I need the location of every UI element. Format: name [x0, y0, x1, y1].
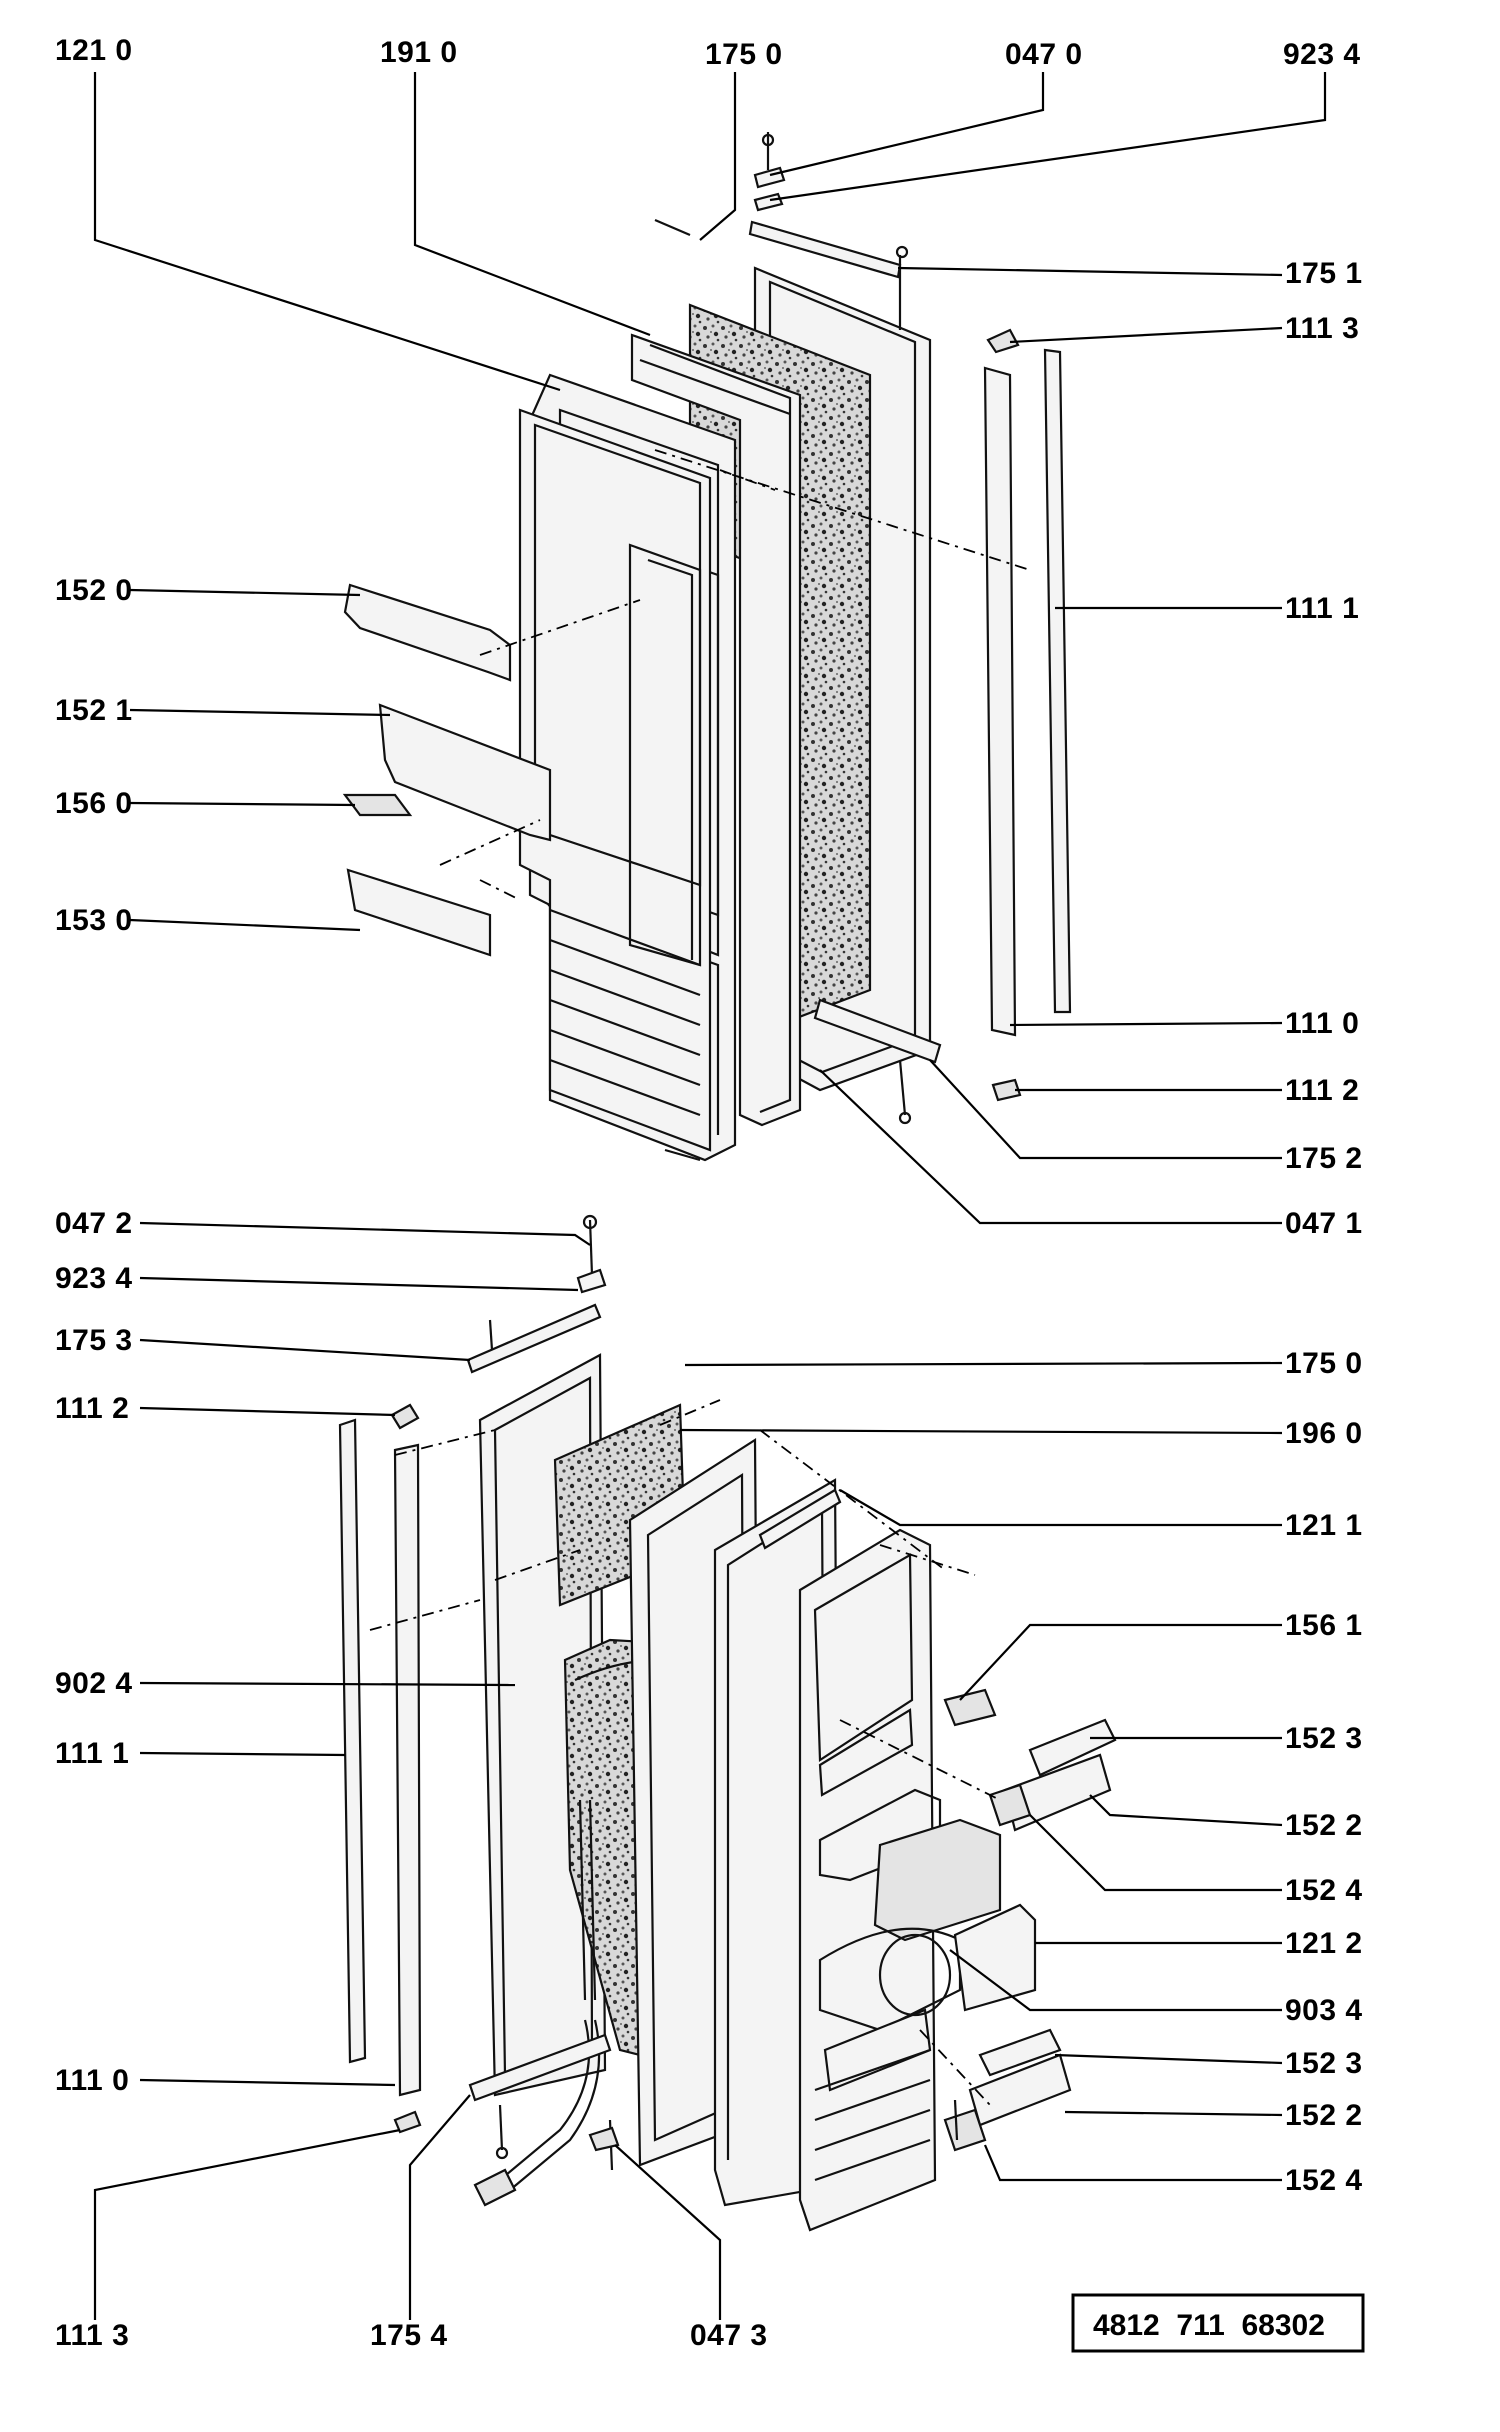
label-156-0: 156 0: [55, 787, 133, 820]
lower-hinge-parts: [466, 1214, 607, 1374]
clip-156-0: [342, 793, 413, 817]
label-152-0: 152 0: [55, 574, 133, 607]
label-156-1: 156 1: [1285, 1609, 1363, 1642]
label-111-3-top: 111 3: [1285, 312, 1359, 345]
label-152-2-a: 152 2: [1285, 1809, 1363, 1842]
upper-door-assembly: [342, 132, 1072, 1162]
label-152-3-a: 152 3: [1285, 1722, 1363, 1755]
lower-top-bar: [758, 1488, 842, 1550]
part-labels: 121 0 191 0 175 0 047 0 923 4 175 1 111 …: [55, 34, 1363, 2352]
leader-lines: [93, 72, 1327, 2320]
label-047-2: 047 2: [55, 1207, 133, 1240]
label-196-0: 196 0: [1285, 1417, 1363, 1450]
label-152-4-a: 152 4: [1285, 1874, 1363, 1907]
label-111-0-lower: 111 0: [55, 2064, 129, 2097]
label-153-0: 153 0: [55, 904, 133, 937]
label-902-4: 902 4: [55, 1667, 133, 1700]
lower-bottom-hinge: [468, 2033, 959, 2171]
label-152-2-b: 152 2: [1285, 2099, 1363, 2132]
upper-side-trim: [983, 328, 1072, 1102]
label-175-4: 175 4: [370, 2319, 448, 2352]
tray-152-3b: [978, 2028, 1062, 2077]
label-111-1-lower: 111 1: [55, 1737, 129, 1770]
label-152-4-b: 152 4: [1285, 2164, 1363, 2197]
label-175-0-lower: 175 0: [1285, 1347, 1363, 1380]
lower-side-trim: [338, 1403, 422, 2134]
bin-152-0: [343, 583, 512, 682]
label-923-4-top: 923 4: [1283, 38, 1361, 71]
label-121-0: 121 0: [55, 34, 133, 67]
label-191-0: 191 0: [380, 36, 458, 69]
dispenser-louvres: [814, 2048, 931, 2182]
label-903-4: 903 4: [1285, 1994, 1363, 2027]
upper-louvres: [549, 908, 701, 1117]
reference-box: 4812 711 68302: [1071, 2293, 1365, 2353]
label-121-1: 121 1: [1285, 1509, 1363, 1542]
clip-156-1: [943, 1688, 997, 1727]
upper-bottom-hinge: [664, 998, 942, 1162]
label-047-0: 047 0: [1005, 38, 1083, 71]
reference-number: 4812 711 68302: [1093, 2309, 1325, 2342]
water-hose: [473, 1799, 601, 2207]
upper-door-panel: [518, 408, 712, 1152]
label-111-2-lower: 111 2: [55, 1392, 129, 1425]
label-152-1: 152 1: [55, 694, 133, 727]
label-175-0-top: 175 0: [705, 38, 783, 71]
label-047-1: 047 1: [1285, 1207, 1363, 1240]
label-121-2: 121 2: [1285, 1927, 1363, 1960]
label-175-3: 175 3: [55, 1324, 133, 1357]
label-111-0-top: 111 0: [1285, 1007, 1359, 1040]
label-152-3-b: 152 3: [1285, 2047, 1363, 2080]
upper-hinge-parts: [654, 132, 902, 279]
label-111-1-top: 111 1: [1285, 592, 1359, 625]
dispenser-housing: [798, 1528, 1037, 2232]
label-111-3-lower: 111 3: [55, 2319, 129, 2352]
label-111-2-top: 111 2: [1285, 1074, 1359, 1107]
upper-gasket-frame: [630, 333, 802, 1127]
label-175-2: 175 2: [1285, 1142, 1363, 1175]
bin-152-1: [378, 703, 552, 842]
tray-152-3a: [1028, 1718, 1117, 1777]
label-175-1: 175 1: [1285, 257, 1363, 290]
panel-153-0: [346, 868, 492, 957]
lower-door-assembly: [338, 1214, 1117, 2232]
label-923-4-lower: 923 4: [55, 1262, 133, 1295]
label-047-3: 047 3: [690, 2319, 768, 2352]
